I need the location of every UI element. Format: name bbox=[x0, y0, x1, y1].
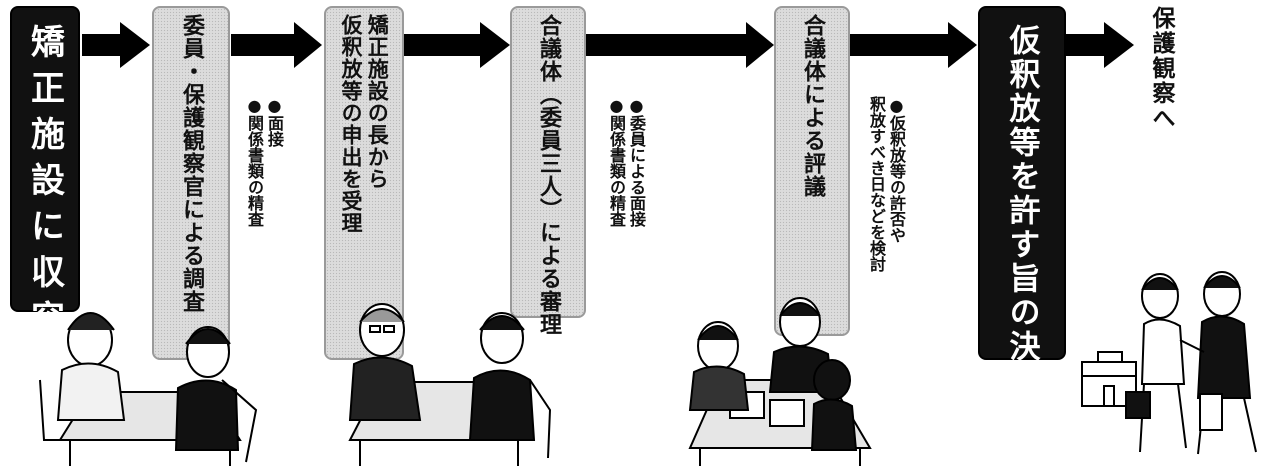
application-meeting-icon bbox=[348, 303, 552, 466]
step-review-label: 合議体（委員三人）による審理 bbox=[536, 14, 561, 336]
step-application-label: 矯正施設の長から仮釈放等の申出を受理 bbox=[338, 8, 391, 234]
interview-people-icon bbox=[39, 312, 258, 466]
panel-deliberation-icon bbox=[688, 297, 872, 466]
arrow-shaft-2 bbox=[231, 34, 296, 56]
arrow-shaft-1 bbox=[82, 34, 122, 56]
note-evaluation-line-2: 釈放すべき日などを検討 bbox=[867, 96, 886, 272]
release-walkout-icon bbox=[1081, 271, 1257, 455]
arrow-shaft-3 bbox=[404, 34, 482, 56]
note-review-line-2: ●関係書類の精査 bbox=[607, 96, 626, 227]
note-review-line-1: ●委員による面接 bbox=[627, 96, 646, 227]
note-investigation-line-2: ●関係書類の精査 bbox=[245, 96, 264, 227]
arrow-shaft-6 bbox=[1066, 34, 1106, 56]
step-admission-label: 矯正施設に収容 bbox=[24, 24, 65, 346]
arrow-head-4 bbox=[746, 22, 774, 68]
arrow-head-1 bbox=[120, 22, 150, 68]
arrow-head-6 bbox=[1104, 22, 1134, 68]
arrow-head-2 bbox=[294, 22, 322, 68]
step-application-box: 矯正施設の長から仮釈放等の申出を受理 bbox=[324, 6, 404, 360]
step-evaluation-box: 合議体による評議 bbox=[774, 6, 850, 336]
step-investigation-label: 委員・保護観察官による調査 bbox=[179, 14, 204, 313]
arrow-head-5 bbox=[948, 22, 977, 68]
arrow-shaft-5 bbox=[850, 34, 950, 56]
step-decision-label: 仮釈放等を許す旨の決定 bbox=[1003, 24, 1040, 398]
step-decision-box: 仮釈放等を許す旨の決定 bbox=[978, 6, 1066, 398]
note-evaluation: ●仮釈放等の許否や釈放すべき日などを検討 bbox=[866, 96, 906, 272]
note-review: ●委員による面接●関係書類の精査 bbox=[606, 96, 646, 227]
note-investigation: ●面接●関係書類の精査 bbox=[244, 96, 284, 227]
step-evaluation-label: 合議体による評議 bbox=[800, 14, 825, 198]
note-evaluation-line-1: ●仮釈放等の許否や bbox=[887, 96, 906, 243]
step-review-box: 合議体（委員三人）による審理 bbox=[510, 6, 586, 336]
step-investigation-box: 委員・保護観察官による調査 bbox=[152, 6, 230, 360]
arrow-head-3 bbox=[480, 22, 510, 68]
arrow-shaft-4 bbox=[586, 34, 748, 56]
note-investigation-line-1: ●面接 bbox=[265, 96, 284, 147]
step-application-line-1: 矯正施設の長から bbox=[365, 14, 390, 190]
step-admission-box: 矯正施設に収容 bbox=[10, 6, 80, 346]
step-probation-label: 保護観察へ bbox=[1148, 6, 1174, 131]
step-application-line-2: 仮釈放等の申出を受理 bbox=[339, 14, 363, 234]
